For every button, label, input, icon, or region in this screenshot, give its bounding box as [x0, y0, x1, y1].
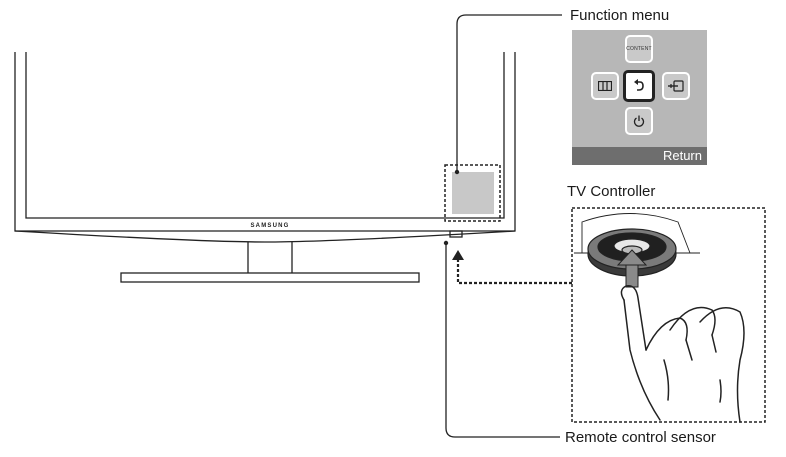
sensor-region-dashed	[444, 164, 501, 222]
remote-sensor-label: Remote control sensor	[565, 429, 716, 446]
channel-list-button[interactable]	[591, 72, 619, 100]
power-button[interactable]	[625, 107, 653, 135]
remote-sensor-leader	[445, 243, 560, 438]
return-button[interactable]	[623, 70, 655, 102]
source-input-icon	[668, 80, 684, 92]
return-arrow-icon	[634, 79, 644, 91]
function-menu-label: Function menu	[570, 7, 669, 24]
controller-dashed-box	[571, 207, 766, 423]
power-icon	[633, 115, 645, 127]
function-menu-leader	[456, 14, 562, 172]
source-button[interactable]	[662, 72, 690, 100]
tv-controller-label: TV Controller	[567, 183, 655, 200]
tv-body	[14, 52, 516, 243]
press-arrow-icon	[616, 249, 648, 288]
brand-logo: SAMSUNG	[250, 223, 289, 229]
tv-stand	[120, 242, 420, 283]
return-bar: Return	[572, 147, 707, 165]
content-label: CONTENT	[626, 46, 652, 52]
content-button[interactable]: CONTENT	[625, 35, 653, 63]
function-area-box	[452, 172, 494, 214]
hand-illustration	[620, 285, 745, 423]
columns-icon	[598, 81, 612, 91]
return-label: Return	[662, 148, 702, 163]
function-menu-panel: CONTENT	[572, 30, 707, 165]
controller-signal-arrow	[456, 258, 572, 285]
